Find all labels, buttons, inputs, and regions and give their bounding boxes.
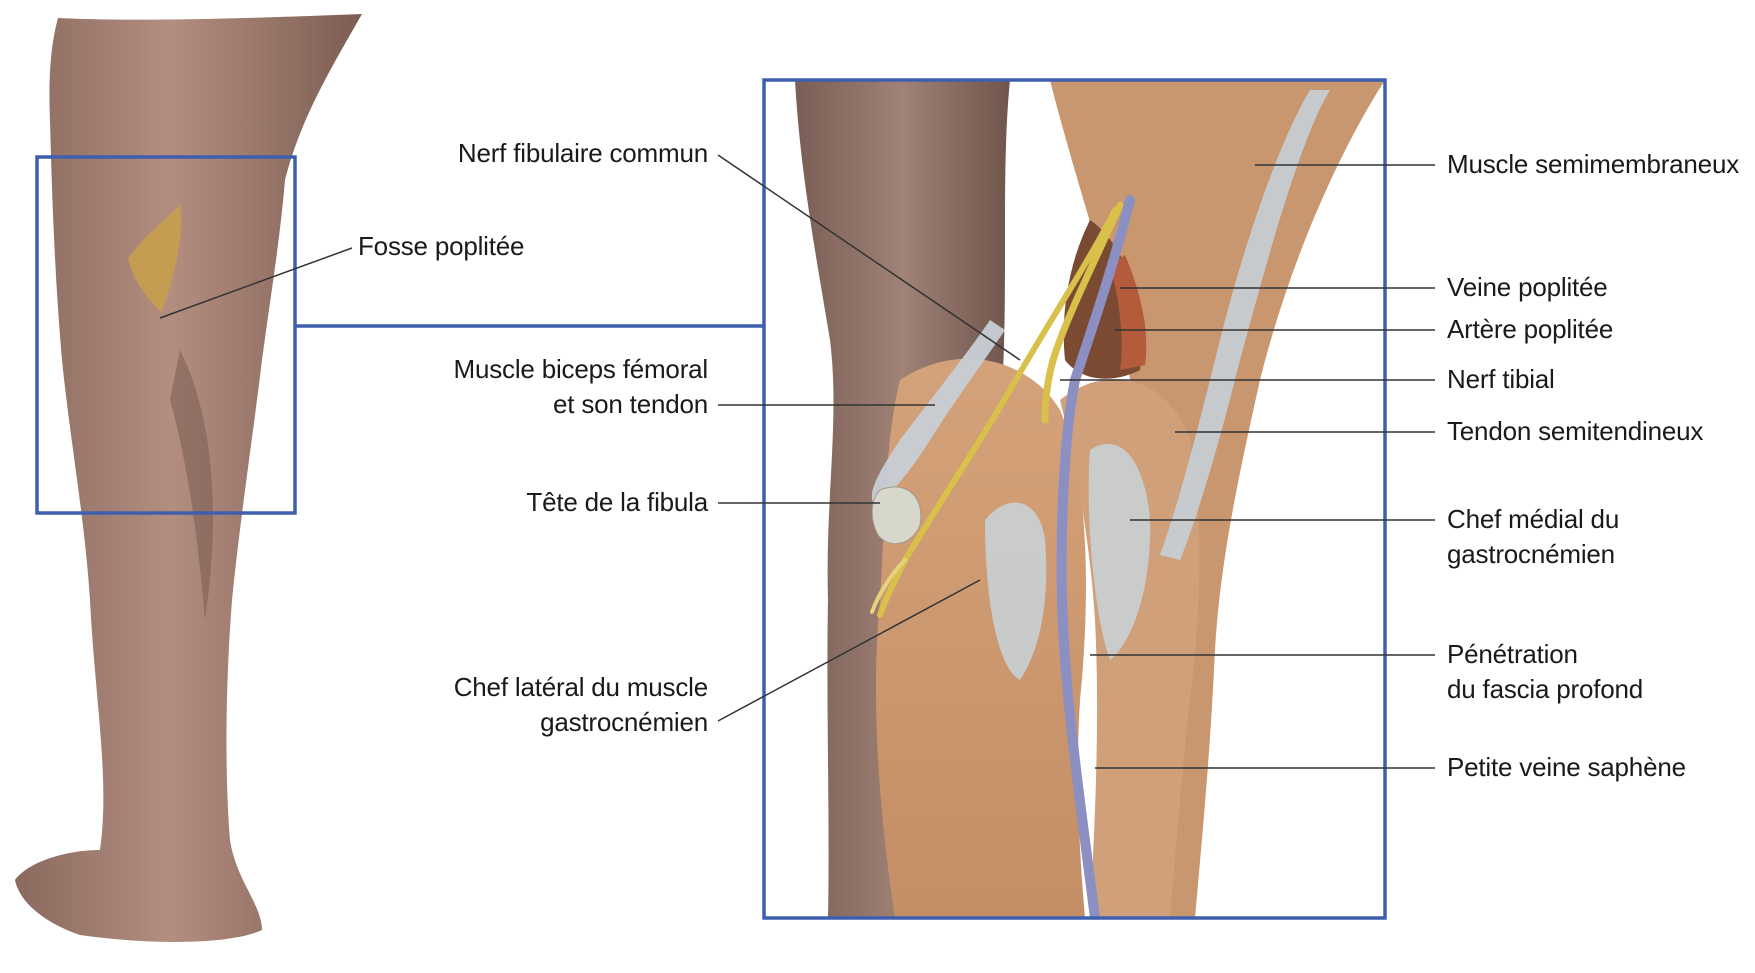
label-penetration-line2: du fascia profond bbox=[1447, 672, 1643, 707]
label-tete-fibula: Tête de la fibula bbox=[526, 485, 708, 520]
label-artere-poplitee: Artère poplitée bbox=[1447, 312, 1613, 347]
knee-closeup bbox=[764, 80, 1385, 918]
label-nerf-tibial: Nerf tibial bbox=[1447, 362, 1555, 397]
label-tendon-semitendineux: Tendon semitendineux bbox=[1447, 414, 1703, 449]
label-chef-lateral-line1: Chef latéral du muscle bbox=[454, 670, 708, 705]
label-chef-medial-line1: Chef médial du bbox=[1447, 502, 1619, 537]
label-biceps-femoral: Muscle biceps fémoral et son tendon bbox=[454, 352, 708, 422]
label-semimembraneux: Muscle semimembraneux bbox=[1447, 147, 1739, 182]
label-penetration: Pénétration du fascia profond bbox=[1447, 637, 1643, 707]
label-chef-lateral: Chef latéral du muscle gastrocnémien bbox=[454, 670, 708, 740]
label-chef-medial: Chef médial du gastrocnémien bbox=[1447, 502, 1619, 572]
label-biceps-line1: Muscle biceps fémoral bbox=[454, 352, 708, 387]
label-nerf-fibulaire-commun: Nerf fibulaire commun bbox=[458, 136, 708, 171]
fibula-head bbox=[872, 487, 921, 544]
label-chef-medial-line2: gastrocnémien bbox=[1447, 537, 1619, 572]
label-veine-poplitee: Veine poplitée bbox=[1447, 270, 1608, 305]
leg-illustration bbox=[15, 14, 362, 942]
label-petite-veine-saphene: Petite veine saphène bbox=[1447, 750, 1686, 785]
label-fosse-poplitee: Fosse poplitée bbox=[358, 229, 524, 264]
label-penetration-line1: Pénétration bbox=[1447, 637, 1643, 672]
label-chef-lateral-line2: gastrocnémien bbox=[454, 705, 708, 740]
label-biceps-line2: et son tendon bbox=[454, 387, 708, 422]
